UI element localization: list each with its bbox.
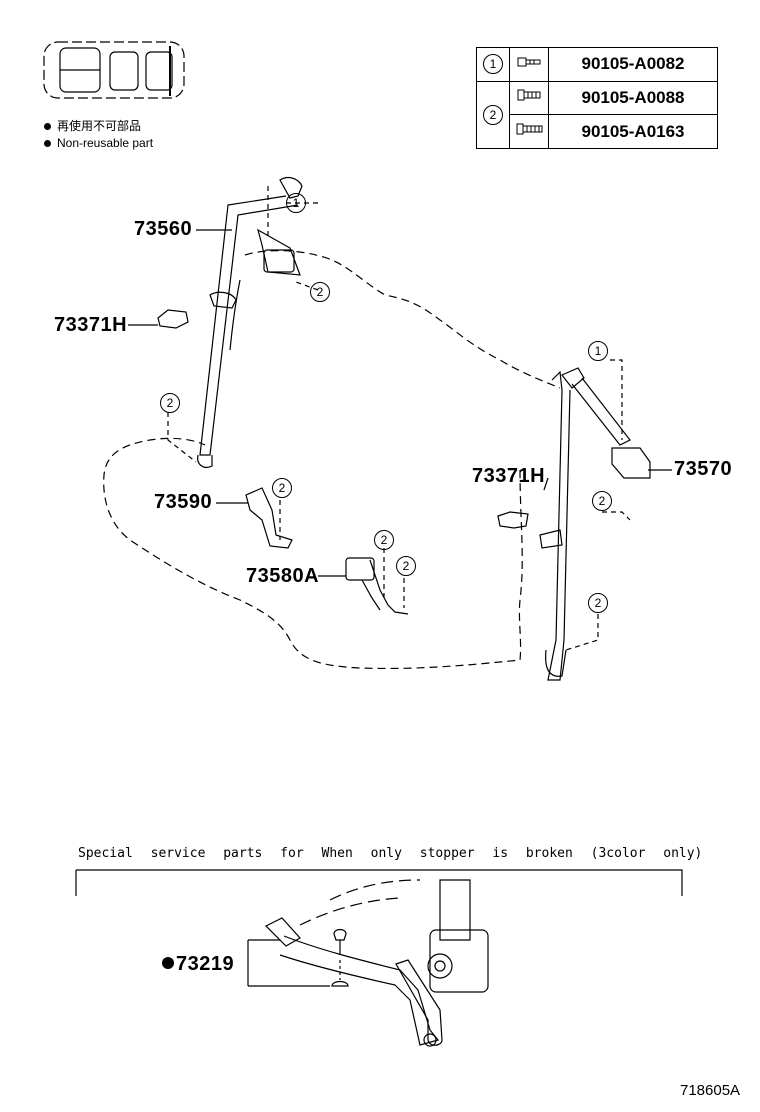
callout-2: 2: [310, 282, 330, 302]
table-row: 1 90105-A0082: [476, 47, 718, 82]
part-73590: [245, 487, 293, 549]
fastener-table: 1 90105-A0082 2 90105-A0088 90105-A0163: [476, 47, 718, 150]
legend-line1: 再使用不可部品: [57, 119, 142, 133]
non-reusable-dot-icon: [44, 123, 51, 131]
callout-2: 2: [272, 478, 292, 498]
illustration-code: 718605A: [680, 1082, 741, 1099]
part-number: 90105-A0088: [548, 80, 718, 116]
part-label-73580a: 73580A: [246, 565, 320, 587]
bolt-icon: [517, 57, 541, 67]
callout-1: 1: [588, 341, 608, 361]
seat-outline: [103, 250, 561, 670]
clip-73371h-left: [157, 309, 189, 329]
callout-2: 2: [396, 556, 416, 576]
callout-2: 2: [374, 530, 394, 550]
part-number: 90105-A0082: [548, 47, 718, 82]
clip-73371h-right: [497, 511, 529, 529]
non-reusable-dot-icon: [162, 957, 174, 969]
part-label-73371h: 73371H: [54, 314, 128, 336]
legend-line2: Non-reusable part: [57, 136, 154, 150]
part-label-73570: 73570: [674, 458, 733, 480]
belt-73570: [539, 367, 651, 681]
non-reusable-dot-icon: [44, 140, 51, 148]
part-label-73219: 73219: [162, 953, 234, 976]
part-label-73590: 73590: [154, 491, 213, 513]
ref-circle: 2: [483, 104, 503, 125]
belt-73560: [197, 176, 303, 468]
service-note: Special service parts for When only stop…: [78, 846, 703, 861]
table-row: 90105-A0163: [477, 114, 718, 149]
flange-bolt-icon: [517, 89, 541, 101]
long-bolt-icon: [516, 123, 543, 135]
vehicle-icon: [43, 41, 185, 99]
legend: 再使用不可部品 Non-reusable part: [44, 118, 153, 152]
buckle-73580a: [345, 557, 409, 615]
part-label-73560: 73560: [134, 218, 193, 240]
ref-circle: 1: [483, 54, 503, 75]
table-row: 2 90105-A0088: [476, 80, 718, 150]
callout-2: 2: [588, 593, 608, 613]
part-label-73371h: 73371H: [472, 465, 546, 487]
callout-2: 2: [160, 393, 180, 413]
service-bracket: [75, 869, 683, 896]
stopper-assembly: [247, 879, 489, 1047]
callout-2: 2: [592, 491, 612, 511]
callout-1: 1: [286, 193, 306, 213]
part-number: 90105-A0163: [548, 114, 718, 149]
